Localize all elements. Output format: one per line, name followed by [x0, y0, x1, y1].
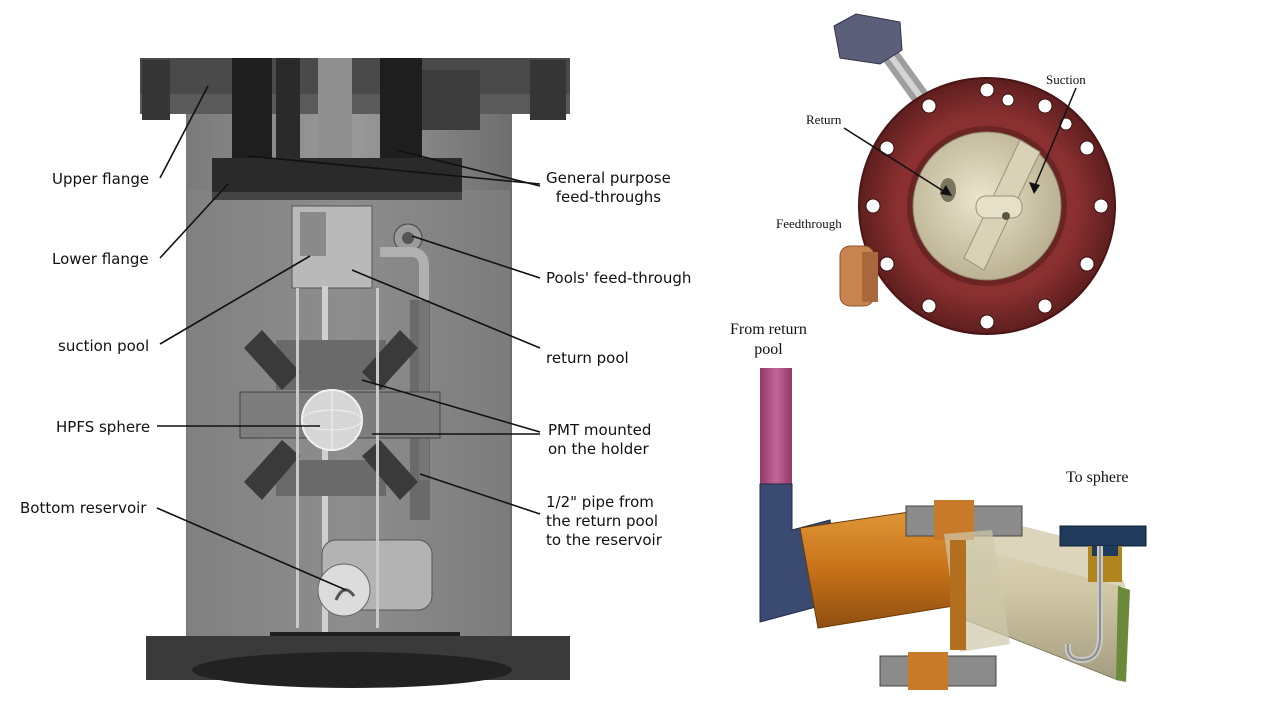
label-feedthrough: Feedthrough — [776, 216, 842, 231]
pool-side-view — [759, 368, 1147, 690]
label-upper-flange: Upper flange — [52, 170, 150, 188]
label-hpfs-sphere: HPFS sphere — [56, 418, 151, 436]
label-to-sphere: To sphere — [1066, 469, 1129, 486]
label-from-return-pool: From return pool — [730, 321, 807, 358]
label-suction: Suction — [1046, 72, 1086, 87]
top-right-leader-lines — [843, 87, 1077, 195]
cryostat-cutaway — [140, 58, 570, 688]
label-suction-pool: suction pool — [58, 337, 150, 355]
left-leader-lines — [156, 85, 541, 591]
pipe-nut — [833, 13, 903, 65]
label-return: Return — [806, 112, 842, 127]
return-pipe — [760, 368, 792, 486]
pmt-holder — [239, 330, 441, 500]
label-return-pool: return pool — [546, 349, 629, 367]
mid-flanges — [879, 500, 1023, 690]
flange-top-view — [833, 13, 1116, 335]
upper-flange-body — [140, 58, 570, 94]
label-pools-feedthrough: Pools' feed-through — [546, 269, 692, 287]
label-half-inch-pipe: 1/2" pipe from the return pool to the re… — [546, 493, 662, 549]
lower-flange-body — [212, 158, 462, 192]
copper-feedthrough — [839, 245, 878, 307]
label-lower-flange: Lower flange — [52, 250, 149, 268]
label-general-purpose-feedthroughs: General purpose feed-throughs — [546, 169, 671, 206]
sphere-fitting — [1059, 525, 1147, 664]
label-bottom-reservoir: Bottom reservoir — [20, 499, 147, 517]
label-pmt-mounted: PMT mounted on the holder — [548, 421, 652, 458]
top-right-arrowheads — [940, 182, 1040, 196]
